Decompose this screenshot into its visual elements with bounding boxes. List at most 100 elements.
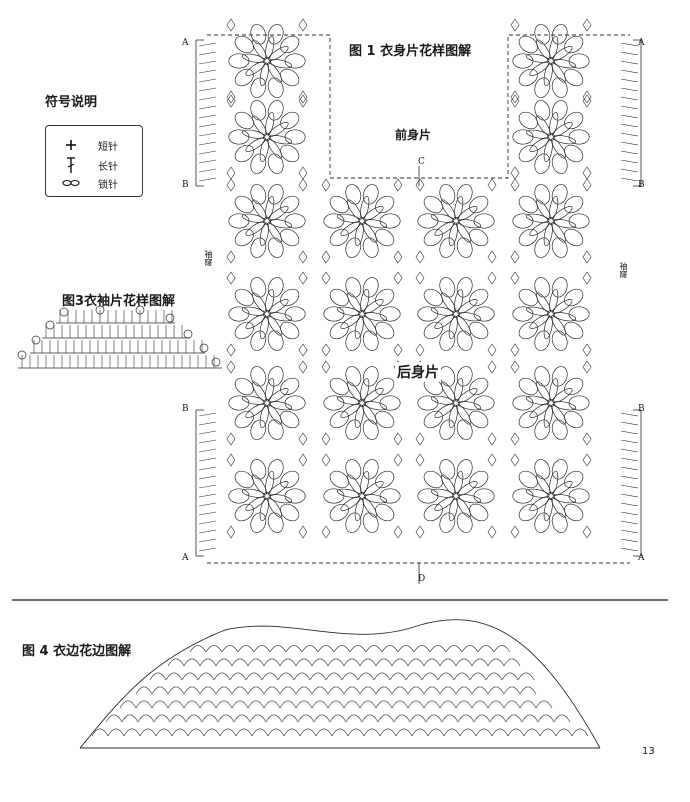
corner-filler (415, 432, 425, 446)
corner-filler (226, 18, 236, 32)
outer-petal (329, 410, 349, 429)
inner-petal (360, 195, 370, 220)
corner-filler (226, 90, 236, 104)
corner-filler (510, 178, 520, 192)
outer-petal (250, 24, 267, 45)
corner-filler (321, 525, 331, 539)
border-arch (251, 728, 269, 737)
border-outline (79, 619, 601, 749)
inner-petal (529, 137, 550, 152)
outer-petal (323, 213, 345, 229)
outer-petal (512, 306, 534, 322)
outer-petal (456, 237, 473, 258)
corner-filler (226, 453, 236, 467)
outer-petal (375, 288, 395, 307)
inner-petal (336, 306, 361, 316)
border-arch (279, 686, 297, 695)
motif-center (547, 57, 555, 65)
border-arch (571, 728, 589, 737)
edge-stitch (198, 123, 217, 128)
outer-petal (280, 377, 300, 396)
outer-petal (250, 77, 267, 98)
outer-petal (267, 366, 284, 387)
outer-petal (534, 100, 551, 121)
motif-center (263, 492, 271, 500)
border-arch (167, 700, 185, 709)
inner-petal (525, 213, 550, 223)
outer-petal (280, 35, 300, 54)
edge-stitch (198, 448, 217, 453)
border-arch (279, 658, 297, 667)
border-arch (441, 714, 459, 723)
legend-label: 短针 (98, 142, 118, 153)
outer-petal (423, 503, 443, 522)
border-arch (205, 645, 223, 653)
edge-stitch (620, 421, 639, 426)
inner-petal (241, 395, 266, 405)
border-arch (263, 700, 281, 709)
border-arch (517, 672, 535, 681)
flower-motif (226, 178, 308, 264)
corner-filler (393, 453, 403, 467)
corner-filler (321, 250, 331, 264)
legend-item-short: 短针 (46, 136, 142, 154)
border-arch (521, 714, 539, 723)
edge-bracket (620, 39, 642, 187)
corner-filler (321, 360, 331, 374)
border-arch (407, 700, 425, 709)
corner-filler (226, 432, 236, 446)
outer-petal (345, 184, 362, 205)
inner-petal (457, 494, 482, 504)
inner-petal (551, 62, 566, 83)
border-arch (183, 686, 201, 695)
border-arch (231, 658, 249, 667)
corner-filler (393, 250, 403, 264)
border-arch (135, 686, 153, 695)
corner-filler (321, 432, 331, 446)
corner-filler (298, 178, 308, 192)
inner-petal (336, 213, 361, 223)
border-arch (485, 672, 503, 681)
inner-petal (543, 404, 553, 429)
outer-petal (564, 410, 584, 429)
border-arch (429, 645, 447, 653)
inner-petal (525, 129, 550, 139)
outer-petal (267, 153, 284, 174)
edge-stitch (620, 430, 639, 435)
edge-bracket (195, 409, 217, 557)
border-arch (491, 728, 509, 737)
border-arch (555, 728, 573, 737)
outer-petal (234, 321, 254, 340)
border-arch (199, 686, 217, 695)
outer-petal (280, 228, 300, 247)
border-arch (119, 700, 137, 709)
sleeve-chart (17, 305, 222, 369)
border-arch (487, 686, 505, 695)
outer-petal (518, 68, 538, 87)
inner-petal (549, 377, 559, 402)
border-arch (363, 728, 381, 737)
outer-petal (250, 277, 267, 298)
inner-petal (454, 470, 464, 495)
border-arch (327, 686, 345, 695)
outer-petal (456, 366, 473, 387)
inner-petal (354, 315, 364, 340)
border-arch (331, 728, 349, 737)
inner-petal (241, 306, 266, 316)
motif-grid (226, 18, 592, 539)
outer-petal (469, 503, 489, 522)
corner-filler (321, 178, 331, 192)
outer-petal (512, 53, 534, 69)
outer-petal (469, 470, 489, 489)
border-arch (247, 686, 265, 695)
border-arch (231, 700, 249, 709)
outer-petal (469, 288, 489, 307)
outer-petal (551, 77, 568, 98)
outer-petal (512, 213, 534, 229)
inner-petal (252, 115, 267, 136)
outer-petal (379, 213, 401, 229)
outer-petal (534, 184, 551, 205)
outer-petal (375, 377, 395, 396)
inner-petal (268, 299, 289, 314)
edge-stitch (198, 520, 217, 525)
